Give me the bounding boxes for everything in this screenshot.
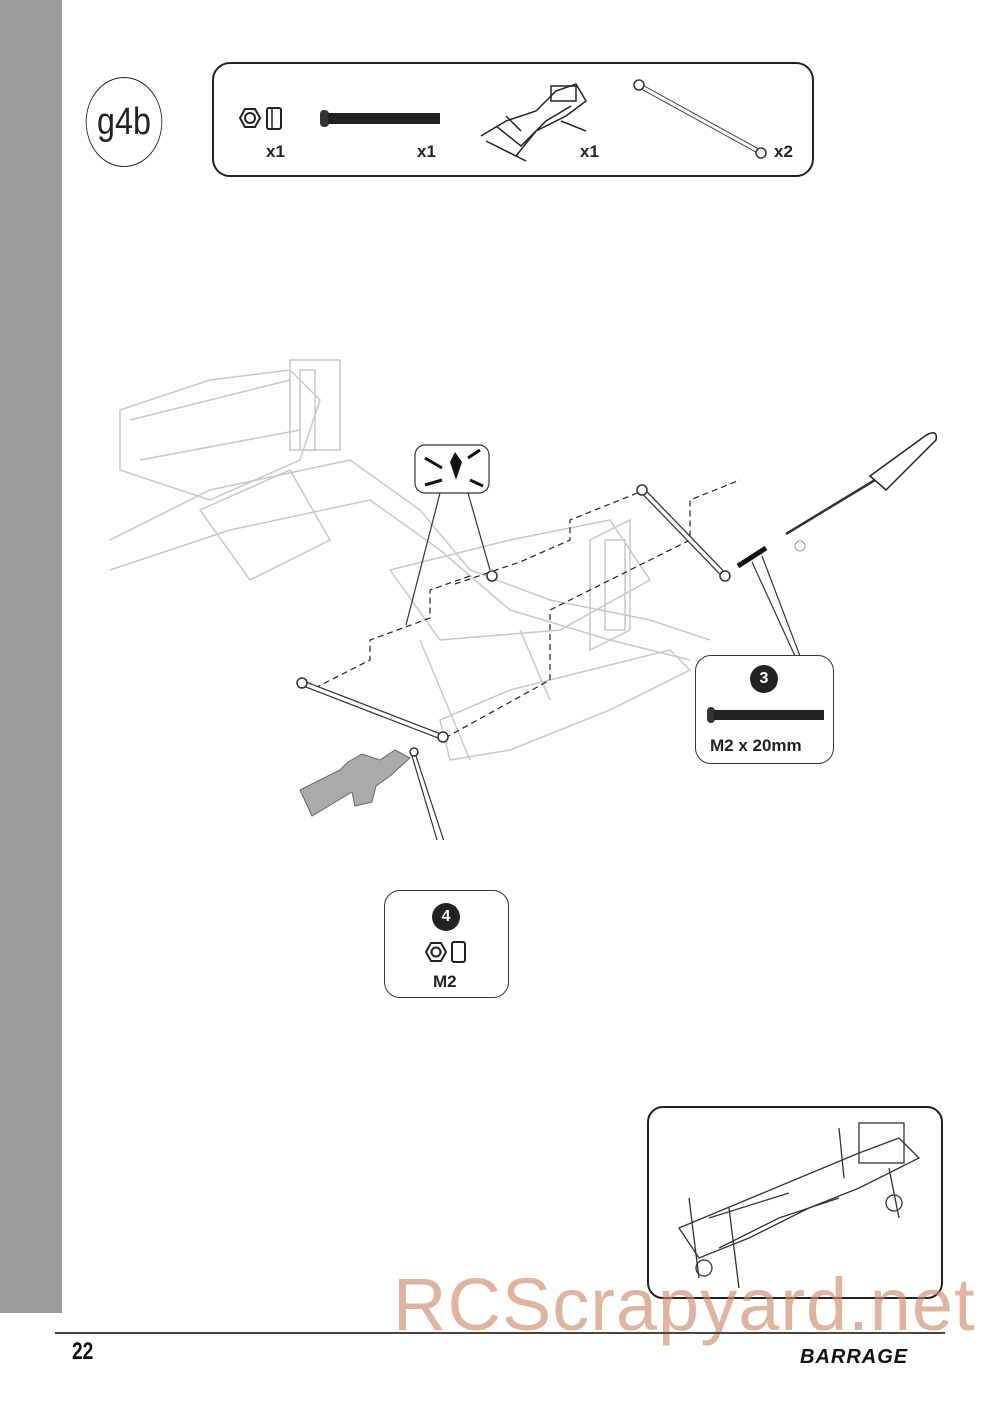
screw-in-place — [736, 545, 768, 569]
screw-size-label: M2 x 20mm — [710, 736, 802, 755]
link-rod-front — [296, 677, 449, 743]
step-label: g4b — [85, 77, 163, 167]
chassis-drawing — [109, 359, 711, 761]
step-number-badge: 3 — [750, 665, 778, 693]
screw-callout: 3 M2 x 20mm — [695, 655, 834, 764]
watermark: RCScrapyard.net — [393, 1263, 976, 1346]
nut-icon — [424, 941, 466, 963]
part-qty: x1 — [266, 142, 285, 161]
wrench-icon — [299, 749, 411, 817]
nut-in-place — [409, 747, 419, 757]
part-qty: x1 — [417, 142, 436, 161]
screw-icon — [707, 707, 824, 723]
link-rod-rear — [636, 484, 731, 582]
screwdriver-icon — [785, 432, 938, 552]
callout-leader — [411, 755, 438, 840]
chassis-icon — [480, 83, 587, 162]
result-preview-box — [647, 1106, 943, 1299]
callout-leader — [415, 755, 445, 840]
page-number: 22 — [72, 1338, 94, 1365]
guide-lines — [314, 479, 741, 739]
screw-icon — [320, 110, 440, 127]
assembly-illustration — [109, 359, 938, 840]
nut-in-place — [486, 570, 498, 582]
part-qty: x1 — [580, 142, 599, 161]
step-number-badge: 4 — [432, 903, 460, 931]
nut-callout: 4 M2 — [384, 890, 509, 998]
assembled-chassis-image — [678, 1122, 921, 1289]
nut-size-label: M2 — [433, 972, 457, 991]
footer-divider — [55, 1332, 945, 1334]
callout-leader — [751, 561, 796, 657]
link-rod-icon — [633, 79, 767, 159]
nut-icon — [238, 107, 282, 130]
part-qty: x2 — [774, 142, 793, 161]
page-side-bar — [0, 0, 62, 1313]
brand-logo: BARRAGE — [800, 1346, 909, 1368]
thread-lock-callout — [405, 444, 491, 626]
parts-list-box: x1 x1 x1 x2 — [212, 62, 814, 177]
callout-leader — [761, 555, 801, 657]
